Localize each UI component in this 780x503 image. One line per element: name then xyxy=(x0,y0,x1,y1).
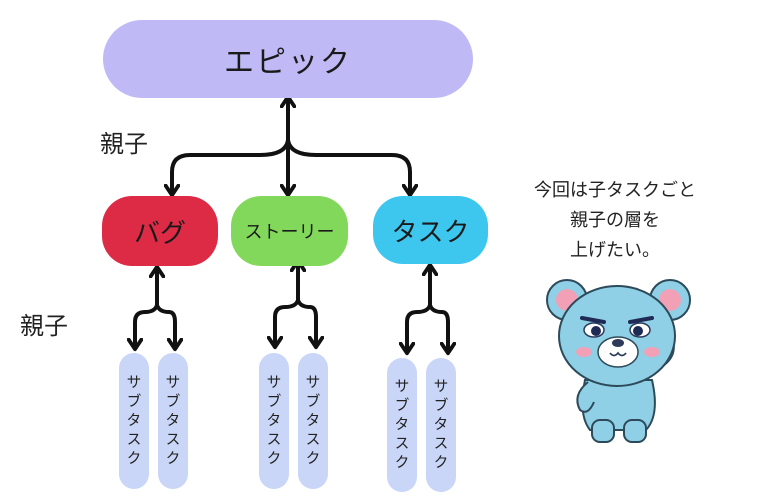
arrow-story-to-subtask-3 xyxy=(275,298,300,344)
speech-note: 今回は子タスクごと 親子の層を 上げたい。 xyxy=(510,176,720,266)
epic-node: エピック xyxy=(103,20,473,98)
arrow-story-to-subtask-4 xyxy=(296,298,316,344)
arrow-task-to-subtask-5 xyxy=(407,303,432,350)
arrow-epic-to-task xyxy=(286,138,410,192)
arrow-epic-to-bug xyxy=(172,138,290,192)
note-line-3: 上げたい。 xyxy=(570,240,660,261)
task-node: タスク xyxy=(373,196,488,264)
parent-child-label-top: 親子 xyxy=(100,130,148,158)
subtask-node: サブタスク xyxy=(158,353,188,489)
note-line-2: 親子の層を xyxy=(570,210,660,231)
bug-node: バグ xyxy=(102,196,218,266)
subtask-node: サブタスク xyxy=(426,358,456,492)
arrow-bug-to-subtask-2 xyxy=(155,303,175,346)
subtask-node: サブタスク xyxy=(298,353,328,489)
subtask-node: サブタスク xyxy=(259,353,289,489)
subtask-node: サブタスク xyxy=(387,358,417,492)
subtask-node: サブタスク xyxy=(119,353,149,489)
parent-child-label-bottom: 親子 xyxy=(20,312,68,340)
story-node: ストーリー xyxy=(231,196,348,266)
note-line-1: 今回は子タスクごと xyxy=(534,180,696,201)
arrow-task-to-subtask-6 xyxy=(428,303,448,350)
arrow-bug-to-subtask-1 xyxy=(135,303,159,346)
